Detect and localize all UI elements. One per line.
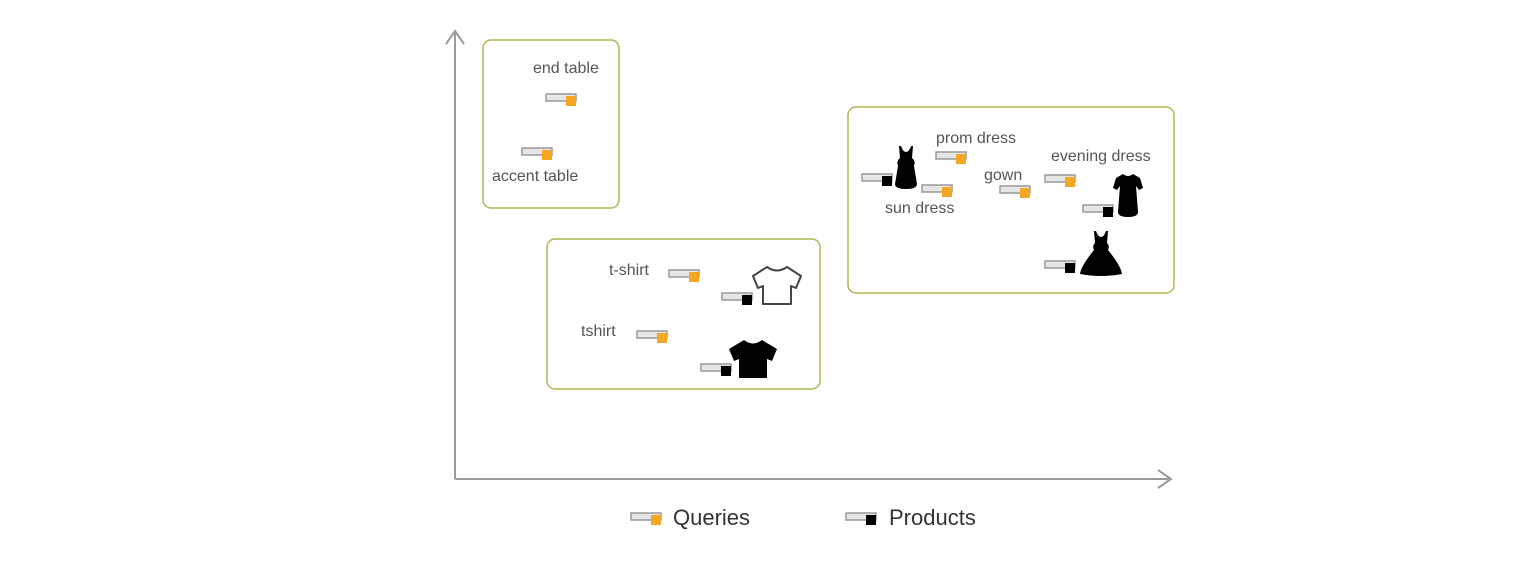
sleeve-dress-icon — [1113, 174, 1143, 217]
query-label-prom-dress: prom dress — [936, 130, 1016, 147]
query-label-end-table: end table — [533, 60, 599, 77]
tshirt-filled-icon — [729, 340, 777, 378]
product-marker-tshirt-outline — [721, 292, 753, 306]
product-marker-flared-dress — [1044, 260, 1076, 274]
product-marker-strap-dress — [861, 173, 893, 187]
legend: Queries Products — [630, 505, 976, 530]
cluster-shirts — [546, 238, 821, 390]
query-label-gown: gown — [984, 167, 1022, 184]
strap-dress-icon — [895, 146, 917, 189]
product-marker-sleeve-dress — [1082, 204, 1114, 218]
query-label-sun-dress: sun dress — [885, 200, 954, 217]
cluster-dresses — [847, 106, 1175, 294]
y-axis — [445, 29, 465, 479]
legend-queries-marker — [630, 512, 662, 526]
query-label-tshirt: tshirt — [581, 323, 616, 340]
query-marker-sun-dress — [921, 184, 953, 198]
legend-products-label: Products — [889, 505, 976, 530]
flared-dress-icon — [1080, 231, 1122, 276]
query-label-accent-table: accent table — [492, 168, 578, 185]
query-marker-tshirt — [636, 330, 668, 344]
cluster-tables — [482, 39, 620, 209]
tshirt-outline-icon — [752, 266, 802, 305]
query-marker-end-table — [545, 93, 577, 107]
legend-queries-label: Queries — [673, 505, 750, 530]
query-marker-evening-dress — [1044, 174, 1076, 188]
query-label-t-shirt: t-shirt — [609, 262, 650, 279]
query-marker-gown — [999, 185, 1031, 199]
query-marker-t-shirt — [668, 269, 700, 283]
query-label-evening-dress: evening dress — [1051, 148, 1151, 165]
query-marker-prom-dress — [935, 151, 967, 165]
legend-products-marker — [845, 512, 877, 526]
x-axis — [455, 469, 1173, 489]
query-marker-accent-table — [521, 147, 553, 161]
product-marker-tshirt-filled — [700, 363, 732, 377]
